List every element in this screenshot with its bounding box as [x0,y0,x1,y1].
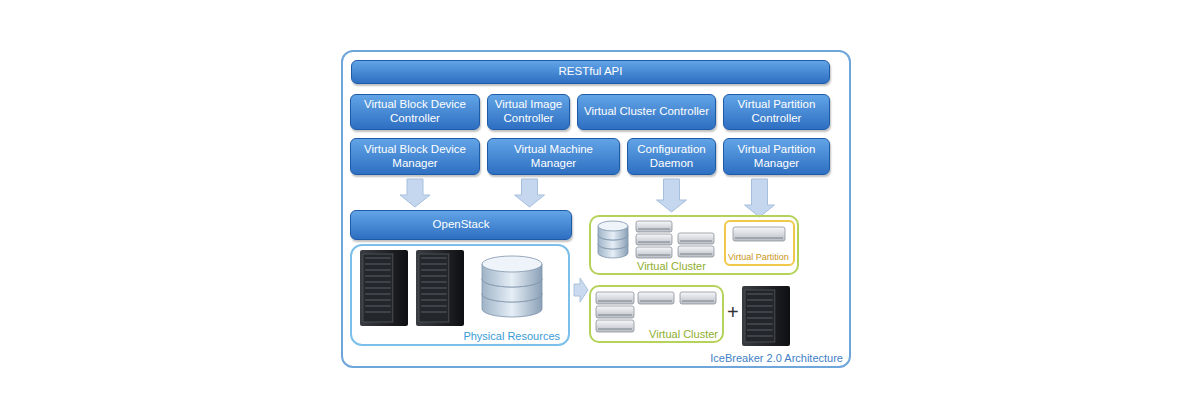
manager-box: Virtual Block Device Manager [350,138,480,175]
box-label: Virtual Block Device Manager [355,143,475,171]
blade-server [678,233,714,244]
blade-server [596,320,634,332]
blade-server [678,246,714,257]
group-label: Virtual Partition [728,253,789,263]
manager-box: Virtual Machine Manager [487,138,620,175]
group-label: IceBreaker 2.0 Architecture [710,352,843,364]
controller-box: Virtual Image Controller [487,94,570,130]
blade-server [636,247,672,258]
blade-server [733,227,785,241]
architecture-frame: IceBreaker 2.0 Architecture RESTful API Vi… [341,50,851,368]
box-label: Virtual Block Device Controller [355,98,475,126]
resource-panel: Physical Resources [350,244,570,346]
blade-server [638,292,674,304]
blade-server [596,292,634,304]
blade-server [636,234,672,245]
blade-server [596,306,634,318]
server-rack [742,286,790,346]
cluster-group: Virtual Cluster [589,285,724,343]
box-label: RESTful API [559,65,623,79]
group-label: Physical Resources [463,330,560,342]
server-rack [360,250,408,326]
box-label: OpenStack [433,218,490,232]
plus-sign: + [727,301,739,324]
group-label: Virtual Cluster [649,328,718,340]
box-label: Virtual Image Controller [492,98,565,126]
box-label: Virtual Partition Manager [728,143,825,171]
storage-stack [482,256,542,317]
group-label: Virtual Cluster [637,260,706,272]
provision-arrow [574,278,588,302]
box-label: Virtual Machine Manager [492,143,615,171]
box-label: Virtual Cluster Controller [584,105,709,119]
blade-server [680,292,716,304]
storage-stack [598,221,628,258]
block-arrow [657,179,687,212]
box-label: Virtual Partition Controller [728,98,825,126]
block-arrow [515,179,545,207]
controller-box: Virtual Partition Controller [723,94,830,130]
api-bar: RESTful API [351,60,830,84]
block-arrow [745,179,775,217]
server-rack [416,250,464,326]
controller-box: Virtual Block Device Controller [350,94,480,130]
cluster-group: Virtual Cluster Virtual Partition [589,215,799,275]
block-arrow [400,179,430,207]
blade-server [636,221,672,232]
controller-box: Virtual Cluster Controller [577,94,716,130]
partition-group: Virtual Partition [724,220,795,266]
manager-box: Virtual Partition Manager [723,138,830,175]
box-label: Configuration Daemon [632,143,711,171]
openstack-bar: OpenStack [350,210,572,240]
daemon-box: Configuration Daemon [627,138,716,175]
